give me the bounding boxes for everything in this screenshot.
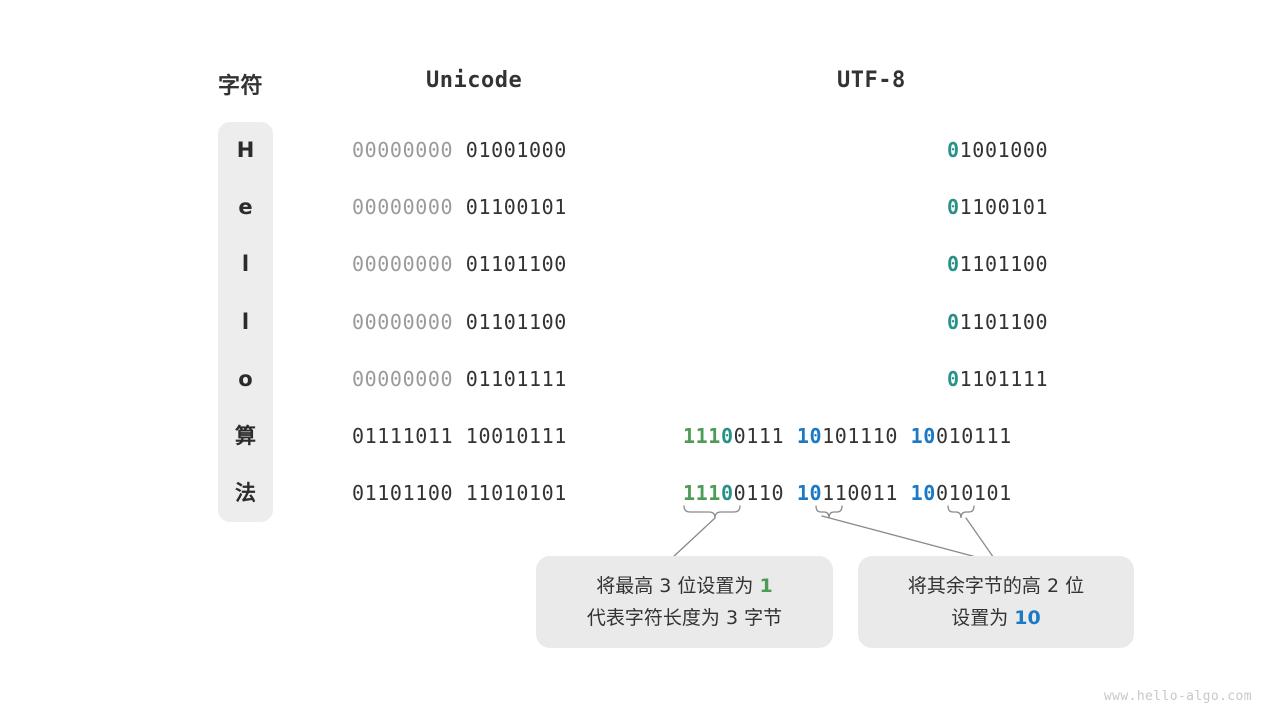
utf8-byte3-continuation-bits: 10: [910, 481, 936, 506]
character-cell: l: [241, 252, 250, 277]
callout-2-line-2-text: 设置为: [951, 607, 1015, 629]
utf8-payload-bits: 1101111: [959, 366, 1049, 391]
utf8-bits-cell: 11100110 10110011 10010101: [683, 478, 1012, 508]
unicode-bits-cell: 00000000 01101100: [352, 307, 567, 337]
unicode-bits-cell: 01111011 10010111: [352, 421, 567, 451]
character-cell: o: [238, 366, 253, 391]
utf8-length-prefix-bits: 111: [683, 481, 721, 506]
utf8-bits-cell: 01101100: [947, 307, 1048, 337]
callout-1-key-1: 1: [759, 575, 773, 597]
unicode-bits-cell: 00000000 01100101: [352, 192, 567, 222]
utf8-payload-bits: 1001000: [959, 138, 1049, 162]
utf8-bits-cell: 11100111 10101110 10010111: [683, 421, 1012, 451]
callout-1-line-2: 代表字符长度为 3 字节: [586, 607, 783, 629]
unicode-bits-cell: 00000000 01101100: [352, 249, 567, 279]
utf8-leading-zero-bit: 0: [947, 252, 960, 277]
utf8-leading-zero-bit: 0: [947, 309, 960, 334]
utf8-bits-cell: 01001000: [947, 135, 1048, 165]
character-column-pill: [218, 122, 273, 522]
unicode-high-byte: 00000000: [352, 366, 454, 391]
callout-2-key-10: 10: [1014, 607, 1041, 629]
unicode-high-byte: 01101100: [352, 481, 454, 506]
utf8-prefix-terminator-bit: 0: [720, 481, 734, 506]
column-header-unicode: Unicode: [426, 68, 523, 93]
character-cell: 法: [235, 481, 256, 506]
utf8-payload-bits: 1101100: [959, 252, 1049, 277]
unicode-low-byte: 11010101: [465, 481, 567, 506]
unicode-low-byte: 01101111: [465, 366, 567, 391]
callout-continuation-bits: 将其余字节的高 2 位 设置为 10: [858, 556, 1134, 648]
utf8-bits-cell: 01101100: [947, 249, 1048, 279]
unicode-high-byte: 00000000: [352, 252, 454, 277]
unicode-low-byte: 01101100: [465, 309, 567, 334]
callout-1-line-1: 将最高 3 位设置为 1: [596, 570, 772, 602]
utf8-byte3-continuation-bits: 10: [910, 424, 936, 448]
utf8-byte2-continuation-bits: 10: [796, 424, 823, 448]
utf8-byte2-continuation-bits: 10: [796, 481, 823, 506]
unicode-low-byte: 01001000: [465, 138, 567, 162]
unicode-high-byte: 00000000: [352, 309, 454, 334]
unicode-high-byte: 00000000: [352, 195, 454, 220]
unicode-low-byte: 01100101: [465, 195, 567, 220]
unicode-bits-cell: 01101100 11010101: [352, 478, 567, 508]
unicode-high-byte: 00000000: [352, 138, 454, 162]
utf8-length-prefix-bits: 111: [683, 424, 721, 448]
utf8-bits-cell: 01100101: [947, 192, 1048, 222]
utf8-prefix-terminator-bit: 0: [720, 424, 734, 448]
character-cell: 算: [235, 424, 256, 448]
character-cell: e: [238, 195, 253, 220]
utf8-leading-zero-bit: 0: [947, 138, 960, 162]
utf8-leading-zero-bit: 0: [947, 195, 960, 220]
utf8-bits-cell: 01101111: [947, 364, 1048, 394]
unicode-high-byte: 01111011: [352, 424, 454, 448]
character-cell: l: [241, 309, 250, 334]
utf8-payload-bits: 1100101: [959, 195, 1049, 220]
callout-1-line-1-text: 将最高 3 位设置为: [596, 575, 760, 597]
callout-2-line-2: 设置为 10: [951, 602, 1041, 634]
unicode-low-byte: 01101100: [465, 252, 567, 277]
callout-2-line-1: 将其余字节的高 2 位: [907, 575, 1085, 597]
unicode-low-byte: 10010111: [465, 424, 567, 448]
utf8-payload-bits: 1101100: [959, 309, 1049, 334]
callout-leading-bits: 将最高 3 位设置为 1 代表字符长度为 3 字节: [536, 556, 833, 648]
utf8-byte3-payload-bits: 010111: [935, 424, 1012, 448]
utf8-leading-zero-bit: 0: [947, 366, 960, 391]
unicode-bits-cell: 00000000 01101111: [352, 364, 567, 394]
utf8-byte1-payload-bits: 0110: [733, 481, 785, 506]
utf8-byte1-payload-bits: 0111: [733, 424, 785, 448]
character-cell: H: [236, 138, 255, 162]
column-header-character: 字符: [218, 74, 264, 99]
unicode-bits-cell: 00000000 01001000: [352, 135, 567, 165]
utf8-byte3-payload-bits: 010101: [935, 481, 1012, 506]
utf8-byte2-payload-bits: 101110: [822, 424, 898, 448]
watermark: www.hello-algo.com: [1103, 689, 1252, 704]
utf8-byte2-payload-bits: 110011: [822, 481, 898, 506]
column-header-utf8: UTF-8: [837, 68, 906, 93]
